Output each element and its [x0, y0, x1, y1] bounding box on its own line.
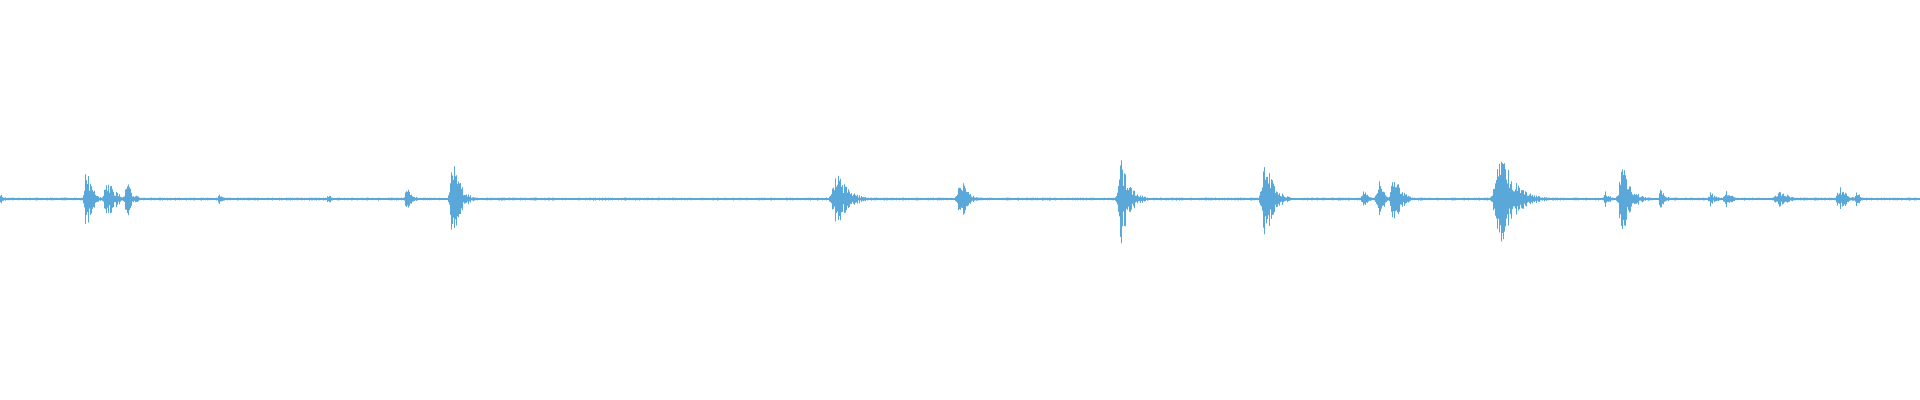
waveform-columns: [0, 160, 1920, 244]
waveform-trace: [0, 160, 1920, 244]
